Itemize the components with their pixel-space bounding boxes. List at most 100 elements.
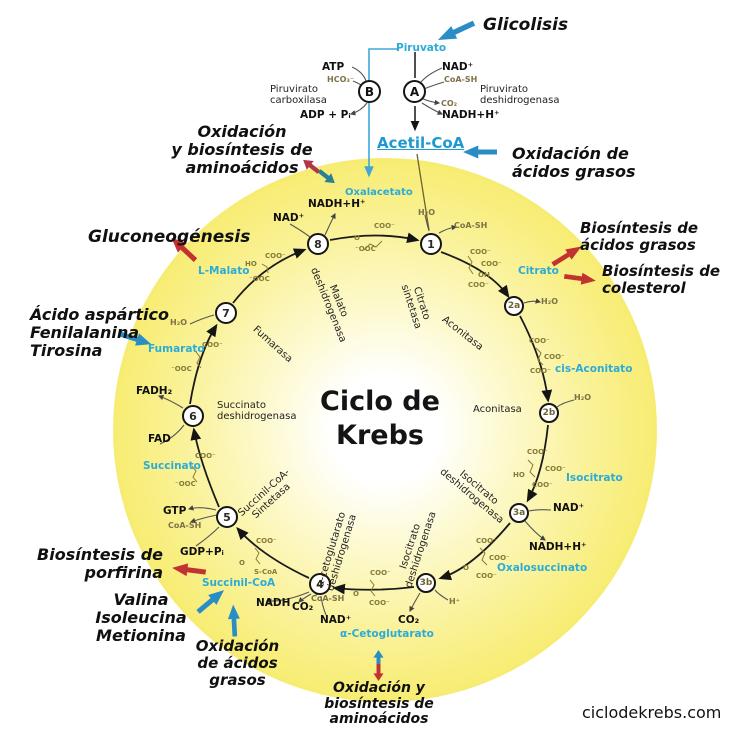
cycle-arc-1-2a: [440, 251, 510, 299]
step-node-5: 5: [216, 506, 238, 528]
title-line2: Krebs: [336, 419, 424, 451]
chem-label: ⁻OOC: [175, 480, 196, 488]
enzyme-succinato-deshidrogenasa: Succinato deshidrogenasa: [217, 400, 297, 423]
chem-label: COO⁻: [476, 572, 497, 580]
annotation-porfirina: Biosíntesis de porfirina: [37, 545, 163, 582]
cofactor-nad-step4: NAD⁺: [320, 614, 352, 626]
chem-label: COO⁻: [265, 252, 286, 260]
annotation-glicolisis: Glicolisis: [483, 15, 569, 35]
cofactor-co2-step4: CO₂: [292, 601, 314, 613]
chem-label: COO⁻: [544, 353, 565, 361]
metabolite-fumarato: Fumarato: [148, 343, 205, 355]
cofactor-coash-step5: CoA-SH: [168, 521, 202, 530]
cycle-arc-4-5: [236, 526, 310, 579]
metabolite-l-malato: L-Malato: [198, 265, 250, 277]
metabolite-oxalacetato: Oxalacetato: [345, 187, 413, 198]
chem-label: COO⁻: [530, 367, 551, 375]
chem-label: COO⁻: [545, 465, 566, 473]
chem-label: COO⁻: [374, 222, 395, 230]
cofactor-nad: NAD⁺: [442, 61, 474, 73]
cofactor-co2: CO₂: [441, 99, 458, 108]
metabolite-acetil-coa: Acetil-CoA: [377, 134, 465, 152]
metabolite-succinato: Succinato: [143, 460, 201, 472]
metabolite-oxalosuccinato: Oxalosuccinato: [497, 562, 588, 574]
cofactor-coash-step1: CoA-SH: [454, 221, 488, 230]
annotation-valina: Valina Isoleucina Metionina: [95, 590, 187, 645]
line-piruvato-to-oxalacetato: [364, 48, 397, 178]
enzyme-piruvato-carboxilasa: Piruvirato carboxilasa: [270, 84, 327, 107]
metabolite-isocitrato: Isocitrato: [566, 472, 623, 484]
chem-label: COO⁻: [370, 569, 391, 577]
cycle-arc-3b-4: [332, 583, 415, 595]
chem-label: O: [239, 559, 245, 567]
cofactor-gdp-pi: GDP+Pᵢ: [180, 546, 224, 558]
step-node-2b: 2b: [539, 403, 559, 423]
diagram-title: Ciclo de Krebs: [300, 385, 460, 453]
cofactor-co2-step3b: CO₂: [398, 614, 420, 626]
annotation-amino-bottom: Oxidación y biosíntesis de aminoácidos: [324, 680, 434, 728]
enzyme-aconitasa: Aconitasa: [473, 404, 522, 415]
title-line1: Ciclo de: [320, 386, 440, 417]
cofactor-h2o-step7: H₂O: [170, 318, 187, 327]
chem-label: COO⁻: [489, 554, 510, 562]
cofactor-coash-step4: CoA-SH: [311, 594, 345, 603]
step-node-1: 1: [420, 233, 442, 255]
annotation-bio-colesterol: Biosíntesis de colesterol: [602, 262, 721, 297]
cycle-arc-2b-3a: [526, 424, 549, 503]
annotation-aspartico: Ácido aspártico Fenilalanina Tirosina: [30, 305, 169, 360]
cofactor-nadh-h: NADH+H⁺: [442, 109, 500, 121]
chem-label: COO⁻: [195, 452, 216, 460]
annotation-ox-grasos-right: Oxidación de ácidos grasos: [512, 144, 636, 181]
step-node-3a: 3a: [509, 503, 529, 523]
annotation-bio-grasos: Biosíntesis de ácidos grasos: [580, 219, 699, 254]
cofactor-nadh-step4: NADH: [256, 597, 291, 609]
chem-label: ⁻OOC: [249, 275, 270, 283]
cycle-arc-3a-3b: [438, 522, 511, 581]
step-node-b: B: [358, 80, 381, 103]
cofactor-coash: CoA-SH: [444, 75, 478, 84]
cycle-arc-8-1: [329, 232, 420, 244]
step-node-a: A: [403, 80, 426, 103]
cofactor-nad-step8: NAD⁺: [273, 212, 305, 224]
cofactor-nadh-step3a: NADH+H⁺: [529, 541, 587, 553]
cycle-arc-6-7: [189, 323, 218, 405]
cofactor-h2o-step2b: H₂O: [574, 393, 591, 402]
chem-label: COO⁻: [256, 537, 277, 545]
metabolite-piruvato: Piruvato: [396, 42, 447, 54]
chem-label: HO: [245, 260, 257, 268]
chem-label: OH: [478, 271, 490, 279]
chem-label: COO⁻: [532, 481, 553, 489]
chem-label: ⁻OOC: [171, 365, 192, 373]
step-node-7: 7: [215, 302, 237, 324]
annotation-amino-top: Oxidación y biosíntesis de aminoácidos: [171, 122, 313, 177]
chem-label: COO⁻: [470, 248, 491, 256]
enzyme-piruvato-deshidrogenasa: Piruvirato deshidrogenasa: [480, 84, 560, 107]
cofactor-gtp: GTP: [163, 505, 187, 517]
molecule-skeletons: [191, 240, 544, 597]
cofactor-hco3: HCO₃⁻: [327, 75, 355, 84]
chem-label: COO⁻: [202, 341, 223, 349]
metabolite-succinil-coa: Succinil-CoA: [202, 577, 276, 589]
cofactor-atp: ATP: [322, 61, 345, 73]
chem-label: COO⁻: [476, 537, 497, 545]
step-node-3b: 3b: [416, 573, 436, 593]
cofactor-fad: FAD: [148, 433, 171, 445]
cofactor-adp-pi: ADP + Pᵢ: [300, 109, 351, 121]
cofactor-fadh2: FADH₂: [136, 385, 173, 397]
chem-label: O: [354, 234, 360, 242]
line-acetilcoa-to-step1: [416, 153, 430, 231]
step-node-4: 4: [309, 573, 331, 595]
step-node-6: 6: [182, 405, 204, 427]
cofactor-h2o-step2a: H₂O: [541, 297, 558, 306]
annotation-gluconeogenesis: Gluconeogénesis: [88, 227, 251, 247]
cycle-ring-background: [113, 158, 657, 702]
cofactor-hplus-step3b: H⁺: [449, 597, 460, 606]
watermark-text: ciclodekrebs.com: [582, 703, 722, 722]
metabolite-cetoglutarato: α-Cetoglutarato: [340, 628, 434, 640]
annotation-ox-grasos-bottom: Oxidación de ácidos grasos: [195, 637, 280, 689]
chem-label: S-CoA: [254, 568, 278, 576]
chem-label: COO⁻: [481, 260, 502, 268]
chem-label: COO⁻: [529, 337, 550, 345]
